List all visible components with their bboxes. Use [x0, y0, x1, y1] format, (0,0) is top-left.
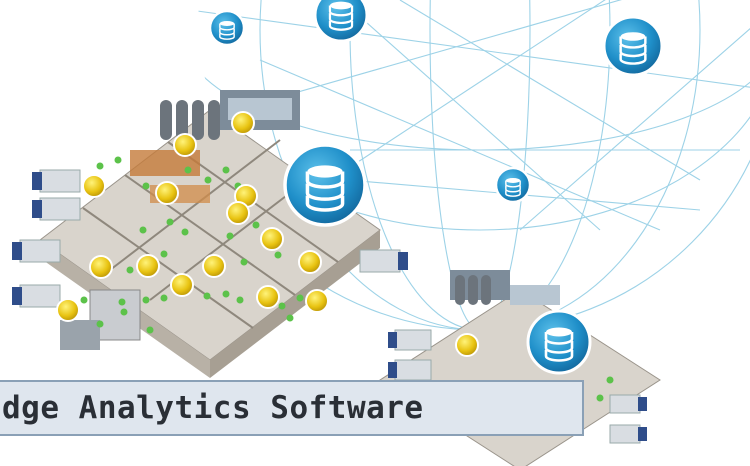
caption-banner: dge Analytics Software: [0, 380, 584, 436]
caption-text: dge Analytics Software: [2, 390, 424, 426]
database-icon: [208, 0, 664, 375]
sensor-icon: [56, 111, 479, 357]
globe-network: [179, 0, 750, 331]
